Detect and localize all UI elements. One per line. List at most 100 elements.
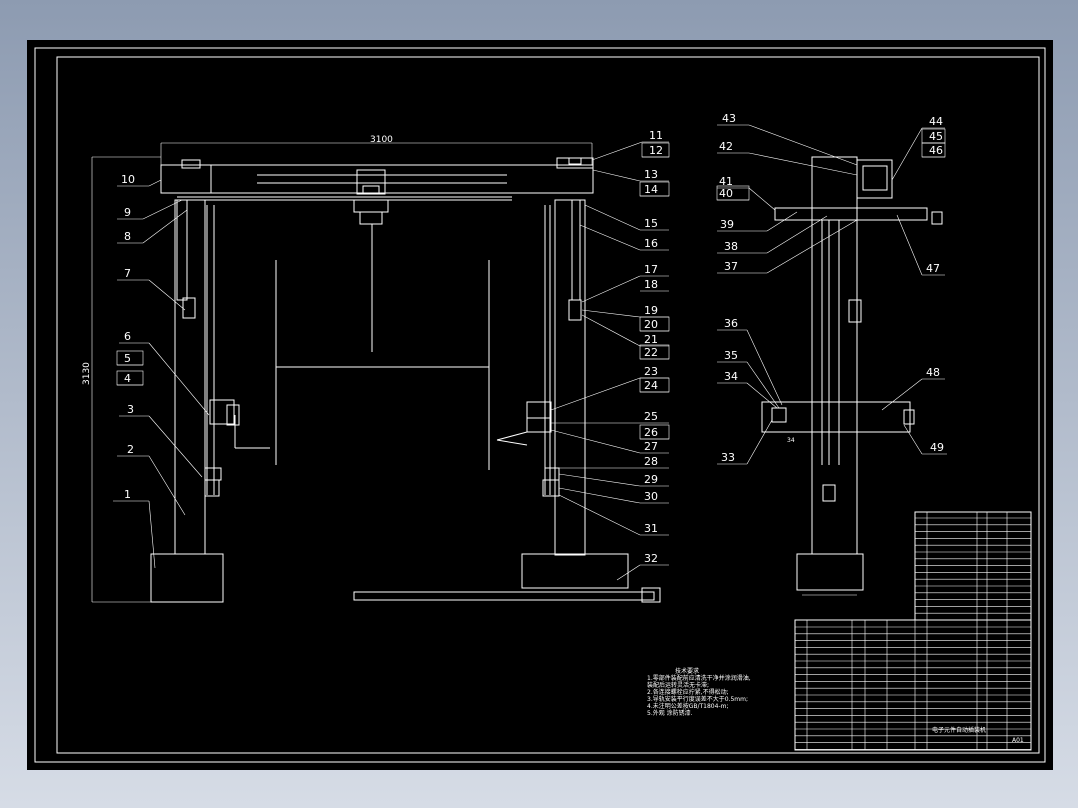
callout-25: 25	[551, 410, 669, 424]
callout-box	[639, 424, 670, 440]
callout-15: 15	[584, 204, 669, 231]
height-dimension: 3130	[82, 362, 92, 385]
callout-number: 31	[644, 522, 658, 535]
note-line-5: 4.未注明公差按GB/T1804-m;	[647, 702, 728, 710]
note-line-6: 5.外观 涂防锈漆.	[647, 709, 693, 717]
callout-box	[116, 350, 144, 366]
callout-number: 38	[724, 240, 738, 253]
callout-leader	[766, 211, 798, 232]
callout-leader	[592, 169, 641, 182]
callout-number: 8	[124, 230, 131, 243]
inner-border	[56, 56, 1040, 754]
callout-leader	[616, 564, 641, 581]
callout-leader	[558, 473, 641, 487]
callout-7: 7	[117, 267, 186, 311]
callout-leader	[903, 424, 923, 455]
callout-box	[716, 185, 750, 201]
callout-number: 23	[644, 365, 658, 378]
callout-number: 30	[644, 490, 658, 503]
callout-number: 16	[644, 237, 658, 250]
callout-48: 48	[881, 366, 945, 411]
callout-number: 34	[724, 370, 738, 383]
callout-leader	[746, 382, 778, 409]
notes-title: 技术要求	[675, 667, 699, 675]
callout-number: 3	[127, 403, 134, 416]
callout-number: 22	[644, 346, 658, 359]
callout-number: 33	[721, 451, 735, 464]
callout-number: 44	[929, 115, 943, 128]
callout-9: 9	[117, 199, 183, 220]
note-line-1: 1.零部件装配前应清洗干净并涂润滑油,	[647, 674, 751, 682]
callout-number: 49	[930, 441, 944, 454]
width-dimension: 3100	[370, 135, 393, 145]
callout-40: 40	[716, 185, 750, 201]
part-callouts: 1234567891011121314151617181920212223242…	[113, 112, 947, 581]
callout-number: 19	[644, 304, 658, 317]
callout-49: 49	[903, 424, 947, 455]
callout-number: 1	[124, 488, 131, 501]
callout-number: 13	[644, 168, 658, 181]
callout-number: 17	[644, 263, 658, 276]
callout-37: 37	[717, 219, 858, 274]
callout-35: 35	[717, 349, 780, 409]
callout-leader	[142, 199, 183, 220]
callout-leader	[591, 141, 643, 161]
callout-leader	[746, 419, 773, 465]
callout-29: 29	[558, 473, 669, 487]
callout-number: 32	[644, 552, 658, 565]
callout-leader	[746, 361, 780, 409]
callout-box	[641, 142, 670, 158]
callout-number: 9	[124, 206, 131, 219]
callout-33: 33	[717, 419, 773, 465]
callout-number: 24	[644, 379, 658, 392]
callout-number: 14	[644, 183, 658, 196]
callout-leader	[766, 215, 828, 254]
callout-10: 10	[117, 173, 162, 187]
callout-11: 11	[591, 129, 669, 161]
callout-8: 8	[117, 209, 188, 244]
callout-leader	[891, 127, 923, 181]
callout-39: 39	[717, 211, 798, 232]
callout-number: 21	[644, 333, 658, 346]
callout-number: 4	[124, 372, 131, 385]
callout-number: 29	[644, 473, 658, 486]
callout-number: 7	[124, 267, 131, 280]
callout-number: 35	[724, 349, 738, 362]
callout-number: 5	[124, 352, 131, 365]
callout-5: 5	[116, 350, 144, 366]
callout-box	[921, 142, 946, 158]
callout-leader	[558, 494, 641, 536]
callout-6: 6	[119, 330, 210, 416]
callout-1: 1	[113, 488, 156, 569]
callout-number: 46	[929, 144, 943, 157]
callout-leader	[148, 455, 186, 516]
callout-leader	[746, 329, 783, 406]
callout-47: 47	[896, 214, 945, 276]
callout-13: 13	[592, 168, 669, 182]
callout-32: 32	[616, 552, 669, 581]
callout-4: 4	[116, 370, 144, 386]
callout-number: 40	[719, 187, 733, 200]
callout-number: 28	[644, 455, 658, 468]
callout-2: 2	[117, 443, 186, 516]
callout-34: 34	[717, 370, 778, 409]
callout-number: 10	[121, 173, 135, 186]
note-line-3: 2.各连接螺栓应拧紧,不得松动;	[647, 688, 729, 696]
callout-16: 16	[579, 224, 669, 251]
callout-leader	[550, 429, 641, 454]
callout-number: 11	[649, 129, 663, 142]
callout-36: 36	[717, 317, 783, 406]
callout-30: 30	[558, 487, 669, 504]
callout-leader	[148, 179, 162, 187]
outer-border	[34, 47, 1046, 763]
callout-leader	[558, 487, 641, 504]
callout-leader	[148, 279, 186, 311]
callout-box	[639, 181, 670, 197]
callout-20: 20	[639, 316, 670, 332]
callout-28: 28	[557, 455, 669, 469]
callout-leader	[748, 124, 858, 166]
title-block-name: 电子元件自动插装机	[932, 726, 986, 734]
side-label: 34	[787, 437, 795, 444]
callout-leader	[148, 415, 203, 478]
callout-46: 46	[921, 142, 946, 158]
